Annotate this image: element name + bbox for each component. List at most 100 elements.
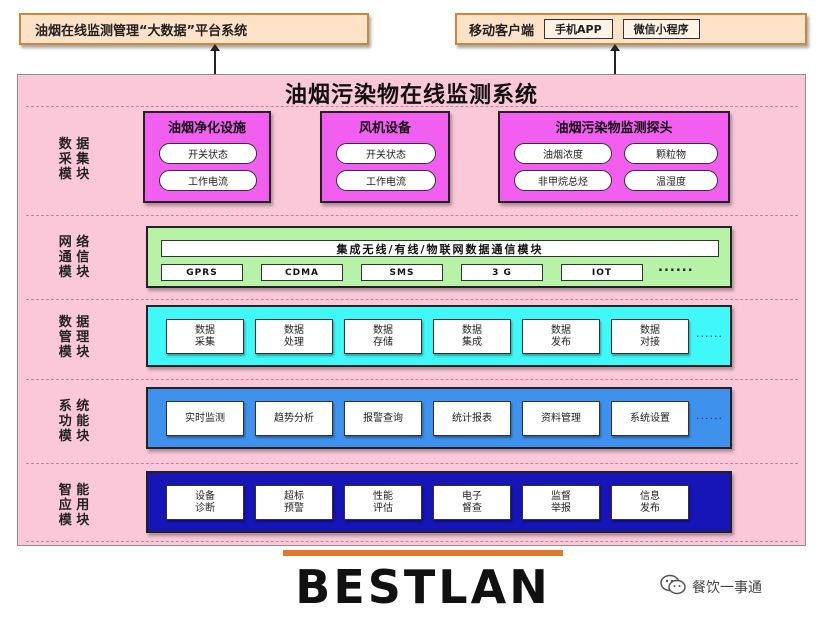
item-line: 诊断 [195, 502, 215, 514]
row-label-line: 模 块 [58, 265, 90, 280]
row-label-line: 智 能 [58, 483, 90, 498]
row-divider [26, 541, 798, 542]
group-title: 风机设备 [358, 121, 411, 136]
param-pill: 工作电流 [336, 170, 436, 191]
item-line: 数据 [551, 324, 571, 336]
bestlan-logo: BESTLAN [283, 550, 563, 614]
item-text: 设备诊断 [195, 491, 215, 515]
mobile-client-title: 移动客户端 [469, 23, 535, 39]
item-line: 数据 [284, 324, 304, 336]
group-title: 油烟污染物监测探头 [555, 121, 673, 136]
module-item: 数据采集 [166, 319, 244, 354]
group-title: 油烟净化设施 [167, 121, 246, 136]
row-label-line: 网 络 [58, 235, 90, 250]
arrow-up-left [210, 44, 220, 74]
param-pill: 开关状态 [159, 143, 257, 164]
more-ellipsis: ...... [658, 260, 694, 275]
item-line: 数据 [640, 324, 660, 336]
item-line: 对接 [640, 336, 660, 348]
item-text: 电子督查 [462, 491, 482, 515]
item-text: 超标预警 [284, 491, 304, 515]
item-line: 存储 [373, 336, 393, 348]
item-text: 数据集成 [462, 325, 482, 349]
data-management-box: 数据采集 数据处理 数据存储 数据集成 数据发布 数据对接 ...... [146, 305, 732, 367]
module-item: 电子督查 [433, 485, 511, 520]
protocol-cdma: CDMA [261, 264, 343, 281]
wechat-watermark: 餐饮一事通 [660, 574, 762, 600]
wechat-icon [660, 574, 686, 600]
function-realtime: 实时监测 [166, 401, 244, 436]
item-line: 数据 [373, 324, 393, 336]
row-label-line: 应 用 [58, 498, 90, 513]
item-line: 集成 [462, 336, 482, 348]
protocol-sms: SMS [361, 264, 443, 281]
module-item: 数据集成 [433, 319, 511, 354]
row-label-data-collection: 数 据 采 集 模 块 [52, 137, 96, 182]
row-label-smart-apps: 智 能 应 用 模 块 [52, 483, 96, 528]
item-line: 超标 [284, 490, 304, 502]
param-pill: 颗粒物 [624, 143, 718, 164]
row-label-line: 模 块 [58, 513, 90, 528]
function-records: 资料管理 [522, 401, 600, 436]
row-divider [26, 215, 798, 216]
row-label-line: 模 块 [58, 429, 90, 444]
item-line: 数据 [462, 324, 482, 336]
item-line: 设备 [195, 490, 215, 502]
item-text: 数据处理 [284, 325, 304, 349]
function-settings: 系统设置 [611, 401, 689, 436]
row-label-network: 网 络 通 信 模 块 [52, 235, 96, 280]
item-text: 信息发布 [640, 491, 660, 515]
function-trend: 趋势分析 [255, 401, 333, 436]
item-text: 性能评估 [373, 491, 393, 515]
row-divider [26, 379, 798, 380]
item-line: 预警 [284, 502, 304, 514]
more-ellipsis: ...... [696, 409, 723, 422]
item-text: 数据对接 [640, 325, 660, 349]
system-functions-box: 实时监测 趋势分析 报警查询 统计报表 资料管理 系统设置 ...... [146, 387, 732, 449]
param-pill: 开关状态 [336, 143, 436, 164]
row-label-line: 模 块 [58, 167, 90, 182]
item-line: 发布 [640, 502, 660, 514]
row-label-system-functions: 系 统 功 能 模 块 [52, 399, 96, 444]
module-item: 信息发布 [611, 485, 689, 520]
item-line: 监督 [551, 490, 571, 502]
smart-apps-box: 设备诊断 超标预警 性能评估 电子督查 监督举报 信息发布 [146, 471, 732, 533]
item-line: 发布 [551, 336, 571, 348]
item-line: 数据 [195, 324, 215, 336]
item-line: 处理 [284, 336, 304, 348]
param-pill: 非甲烷总烃 [514, 170, 612, 191]
row-divider [26, 463, 798, 464]
function-alarm: 报警查询 [344, 401, 422, 436]
module-item: 性能评估 [344, 485, 422, 520]
item-text: 数据采集 [195, 325, 215, 349]
module-item: 超标预警 [255, 485, 333, 520]
logo-text: BESTLAN [295, 560, 551, 614]
logo-accent-bar [283, 550, 563, 556]
param-pill: 温湿度 [624, 170, 718, 191]
row-label-data-management: 数 据 管 理 模 块 [52, 315, 96, 360]
network-module-box: 集成无线/有线/物联网数据通信模块 GPRS CDMA SMS 3 G IOT … [146, 226, 732, 288]
system-title: 油烟污染物在线监测系统 [284, 83, 538, 108]
item-line: 信息 [640, 490, 660, 502]
module-item: 监督举报 [522, 485, 600, 520]
module-item: 设备诊断 [166, 485, 244, 520]
protocol-gprs: GPRS [161, 264, 243, 281]
row-label-line: 系 统 [58, 399, 90, 414]
monitoring-system-panel: 油烟污染物在线监测系统 数 据 采 集 模 块 网 络 通 信 模 块 数 据 … [17, 74, 806, 546]
param-pill: 工作电流 [159, 170, 257, 191]
mobile-app-item: 手机APP [544, 19, 613, 39]
row-label-line: 数 据 [58, 137, 90, 152]
item-line: 采集 [195, 336, 215, 348]
row-label-line: 通 信 [58, 250, 90, 265]
wechat-account-name: 餐饮一事通 [692, 580, 762, 596]
group-probe: 油烟污染物监测探头 油烟浓度 颗粒物 非甲烷总烃 温湿度 [498, 111, 730, 203]
item-line: 督查 [462, 502, 482, 514]
function-reports: 统计报表 [433, 401, 511, 436]
row-label-line: 模 块 [58, 345, 90, 360]
param-pill: 油烟浓度 [514, 143, 612, 164]
row-label-line: 管 理 [58, 330, 90, 345]
item-line: 性能 [373, 490, 393, 502]
module-item: 数据对接 [611, 319, 689, 354]
row-divider [26, 106, 798, 107]
arrow-up-right [610, 44, 620, 74]
